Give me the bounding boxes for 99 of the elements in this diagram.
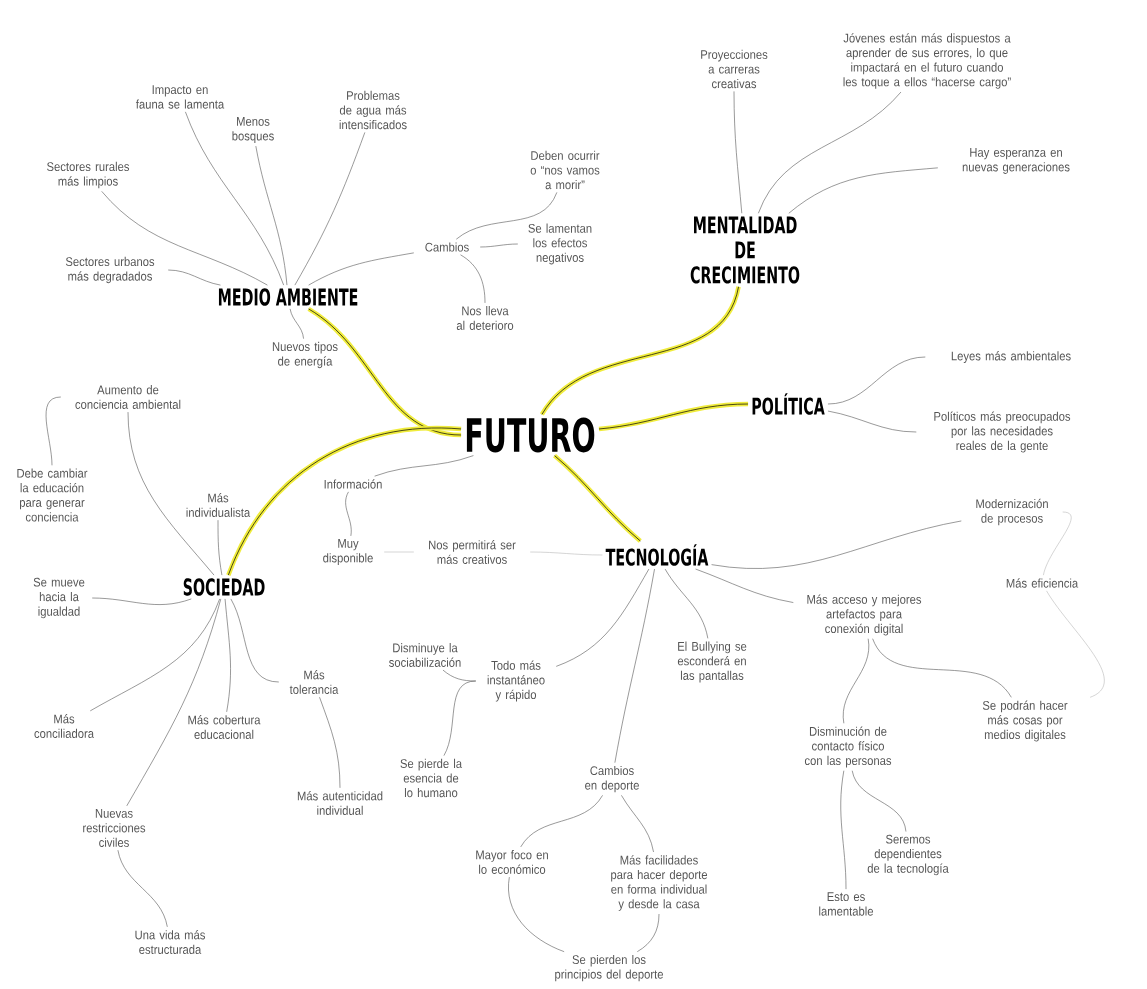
connector-line bbox=[45, 396, 62, 466]
branch-heading: POLÍTICA bbox=[752, 393, 825, 415]
connector-line bbox=[167, 269, 221, 286]
connector-line bbox=[226, 425, 462, 576]
connector-line bbox=[1046, 590, 1105, 698]
idea-text: Más conciliadora bbox=[34, 714, 94, 738]
connector-line bbox=[637, 913, 660, 952]
idea-text: Muy disponible bbox=[323, 539, 373, 565]
idea-text: Leyes más ambientales bbox=[951, 351, 1071, 363]
connector-line bbox=[460, 254, 486, 304]
connector-line bbox=[529, 551, 603, 556]
idea-text: Disminuye la sociabilización bbox=[389, 643, 461, 667]
connector-line bbox=[711, 520, 962, 569]
branch-heading: MENTALIDAD DE CRECIMIENTO bbox=[690, 216, 800, 284]
connector-line bbox=[733, 91, 743, 214]
idea-text: Más cobertura educacional bbox=[188, 715, 261, 739]
connector-line bbox=[840, 770, 847, 890]
connector-line bbox=[319, 696, 341, 789]
idea-text: Impacto en fauna se lamenta bbox=[135, 85, 225, 109]
idea-text: Más facilidades para hacer deporte en forma individual y desde la casa bbox=[611, 855, 708, 911]
connector-line bbox=[230, 598, 280, 683]
connector-line bbox=[308, 252, 415, 286]
idea-text: Debe cambiar la educación para generar conciencia bbox=[17, 468, 88, 522]
idea-text: Jóvenes están más dispuestos a aprender de sus errores, lo que impactará en el futuro cuando les toque a ellos “hacerse cargo” bbox=[843, 33, 1011, 89]
connector-line bbox=[555, 568, 650, 667]
connector-line bbox=[224, 598, 231, 713]
connector-line bbox=[217, 519, 223, 576]
connector-line bbox=[127, 411, 215, 576]
connector-line bbox=[508, 876, 565, 952]
idea-text: Problemas de agua más intensificados bbox=[339, 90, 407, 130]
idea-text: Se mueve hacia la igualdad bbox=[33, 577, 85, 619]
idea-text: Información bbox=[324, 479, 382, 489]
idea-text: Nos lleva al deterioro bbox=[456, 306, 514, 330]
connector-line bbox=[614, 568, 655, 763]
idea-text: Todo más instantáneo y rápido bbox=[487, 660, 545, 702]
central-topic: FUTURO bbox=[466, 417, 595, 453]
connector-line bbox=[827, 410, 917, 433]
idea-text: Más acceso y mejores artefactos para conexión digital bbox=[807, 594, 922, 636]
connector-line bbox=[540, 286, 741, 416]
idea-text: Sectores rurales más limpios bbox=[47, 161, 130, 189]
idea-text: Una vida más estructurada bbox=[135, 930, 205, 954]
connector-line bbox=[621, 795, 654, 853]
connector-line bbox=[91, 597, 192, 605]
connector-line bbox=[443, 680, 477, 756]
connector-line bbox=[664, 568, 709, 639]
idea-text: Esto es lamentable bbox=[819, 892, 873, 916]
connector-line bbox=[126, 598, 222, 807]
idea-text: Políticos más preocupados por las necesidades reales de la gente bbox=[934, 411, 1071, 453]
idea-text: Nuevos tipos de energía bbox=[272, 341, 338, 369]
idea-text: Se pierde la esencia de lo humano bbox=[400, 758, 463, 798]
connector-line bbox=[374, 455, 474, 477]
idea-text: Más autenticidad individual bbox=[297, 791, 383, 815]
idea-text: Modernización de procesos bbox=[976, 498, 1048, 526]
idea-text: Se lamentan los efectos negativos bbox=[528, 223, 592, 265]
connector-line bbox=[345, 491, 352, 537]
idea-text: El Bullying se esconderá en las pantallas bbox=[677, 641, 747, 683]
connector-line bbox=[89, 598, 220, 712]
idea-text: Seremos dependientes de la tecnología bbox=[867, 834, 949, 876]
branch-heading: TECNOLOGÍA bbox=[605, 544, 709, 566]
idea-text: Mayor foco en lo económico bbox=[476, 850, 548, 874]
connector-line bbox=[872, 638, 1012, 698]
idea-text: Se pierden los principios del deporte bbox=[555, 954, 663, 982]
idea-text: Aumento de conciencia ambiental bbox=[75, 385, 181, 409]
idea-text: Sectores urbanos más degradados bbox=[65, 256, 155, 284]
branch-heading: MEDIO AMBIENTE bbox=[218, 288, 358, 306]
idea-text: Más individualista bbox=[186, 493, 251, 517]
idea-text: Proyecciones a carreras creativas bbox=[701, 49, 768, 89]
idea-text: Más eficiencia bbox=[1006, 578, 1079, 588]
idea-text: Nuevas restricciones civiles bbox=[83, 809, 146, 847]
connector-line bbox=[101, 191, 268, 286]
idea-text: Cambios en deporte bbox=[585, 765, 639, 793]
idea-text: Menos bosques bbox=[232, 117, 274, 143]
connector-line bbox=[695, 568, 794, 603]
connector-line bbox=[456, 192, 558, 240]
connector-line bbox=[255, 145, 288, 286]
idea-text: Más tolerancia bbox=[289, 670, 339, 694]
connector-line bbox=[442, 669, 477, 682]
idea-text: Disminución de contacto físico con las personas bbox=[804, 726, 892, 768]
idea-text: Deben ocurrir o “nos vamos a morir” bbox=[530, 150, 600, 190]
connector-line bbox=[520, 795, 603, 848]
connector-line bbox=[758, 91, 902, 214]
connector-line bbox=[479, 243, 519, 248]
connector-line bbox=[289, 308, 304, 339]
connector-line bbox=[842, 638, 870, 724]
connector-line bbox=[553, 453, 642, 543]
connector-line bbox=[1043, 511, 1072, 576]
idea-text: Se podrán hacer más cosas por medios digitales bbox=[982, 700, 1068, 742]
connector-line bbox=[788, 167, 939, 214]
connector-line bbox=[117, 849, 168, 928]
connector-line bbox=[185, 111, 284, 286]
idea-text: Hay esperanza en nuevas generaciones bbox=[962, 148, 1070, 174]
connector-line bbox=[827, 356, 926, 405]
connector-line bbox=[598, 401, 749, 432]
connector-line bbox=[294, 132, 366, 286]
idea-text: Cambios bbox=[425, 242, 469, 252]
branch-heading: SOCIEDAD bbox=[183, 578, 265, 596]
connector-line bbox=[307, 307, 462, 438]
idea-text: Nos permitirá ser más creativos bbox=[429, 540, 516, 564]
connector-line bbox=[851, 770, 907, 832]
